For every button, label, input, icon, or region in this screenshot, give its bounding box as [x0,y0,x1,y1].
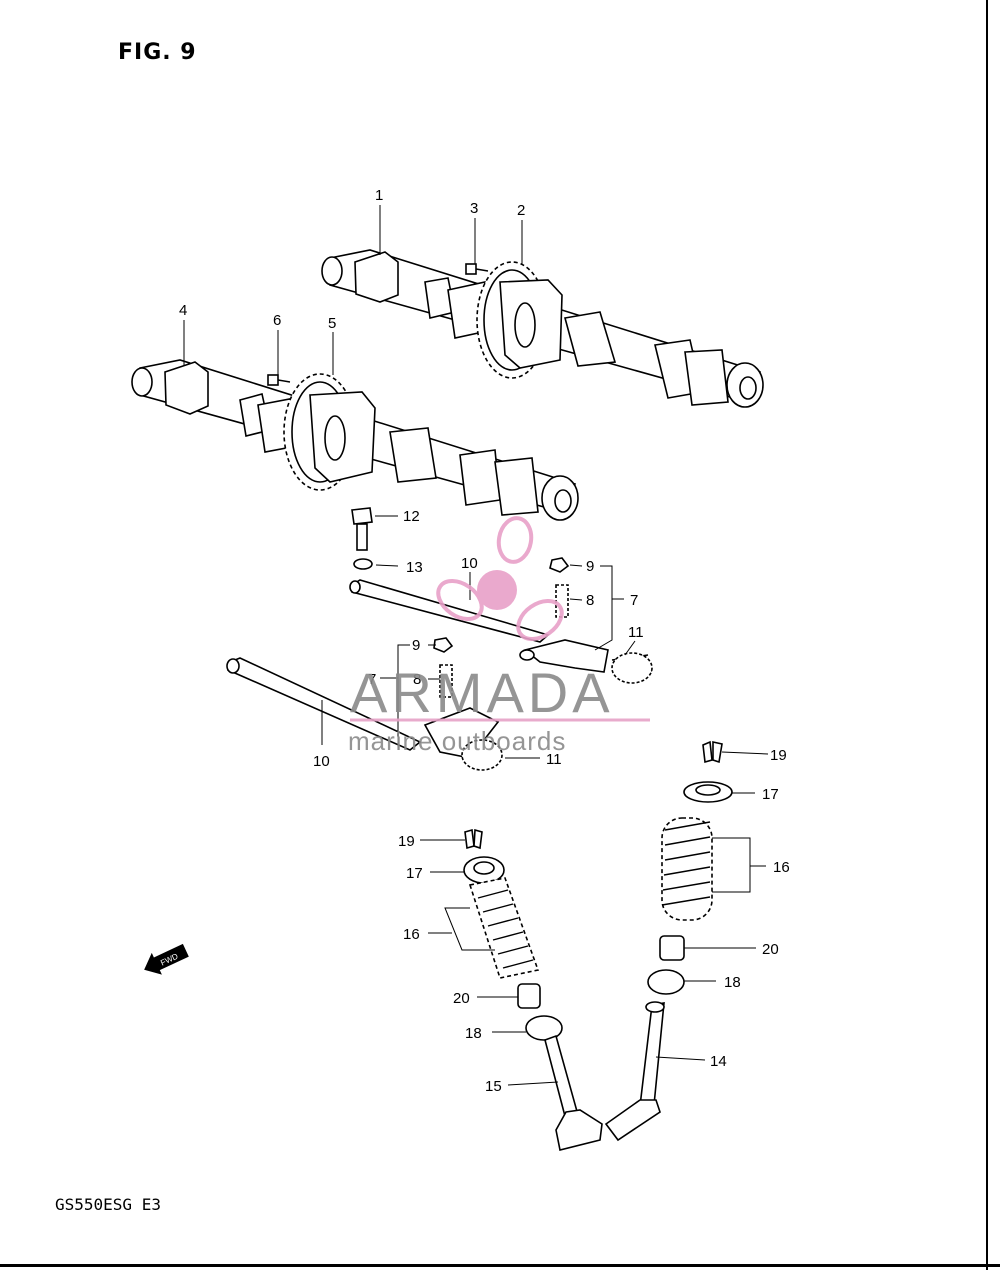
callout-6: 6 [273,312,281,329]
spring-seat-18-left [525,1015,563,1041]
callout-3: 3 [470,200,478,217]
callout-20-left: 20 [453,990,470,1007]
figure-title: FIG. 9 [118,40,197,65]
propeller-logo-icon [436,516,564,642]
callout-16-right: 16 [773,859,790,876]
page-border-bottom [0,1264,1000,1267]
valve-seal-20-right [659,935,685,961]
rocker-arm-upper [519,639,609,673]
callout-10-lower: 10 [313,753,330,770]
callout-7-lower: 7 [368,671,376,688]
watermark: ARMADA marine outboards [348,516,650,756]
bolt-6 [267,374,291,386]
callout-11-lower: 11 [546,751,562,768]
spring-seat-18-right [647,969,685,995]
callout-14: 14 [710,1053,727,1070]
callout-11-upper: 11 [628,624,644,641]
valve-cotter-19-left [464,828,483,850]
callout-9-upper: 9 [586,558,594,575]
callout-20-right: 20 [762,941,779,958]
callout-19-left: 19 [398,833,415,850]
callout-1: 1 [375,187,383,204]
spring-8-lower [439,664,453,698]
callout-4: 4 [179,302,187,319]
valve-spring-16-left [468,877,540,979]
sprocket-lower [283,373,376,491]
valve-cotter-19-right [702,740,723,764]
bolt-3 [465,263,489,275]
callout-9-lower: 9 [412,637,420,654]
spring-11-lower [461,739,503,771]
watermark-tagline: marine outboards [348,726,566,756]
callout-8-upper: 8 [586,592,594,609]
callout-2: 2 [517,202,525,219]
callout-12: 12 [403,508,420,525]
washer-13 [353,558,373,570]
callout-17-right: 17 [762,786,779,803]
callout-5: 5 [328,315,336,332]
nut-9-upper [549,557,570,573]
spring-retainer-17-right-inner [695,784,721,796]
callout-18-left: 18 [465,1025,482,1042]
valve-15 [544,1034,603,1151]
bolt-12 [351,507,373,551]
callout-labels: 1 3 2 4 6 5 12 13 10 9 8 7 11 9 7 8 10 1… [179,187,790,1095]
nut-9-lower [433,637,454,653]
spring-11-upper-coil [611,652,653,684]
page-border-right [986,0,988,1270]
valve-seal-20-left [517,983,541,1009]
callout-19-right: 19 [770,747,787,764]
rocker-shaft-lower [226,657,422,751]
spring-retainer-17-left-inner [473,861,495,875]
callout-17-left: 17 [406,865,423,882]
callout-13: 13 [406,559,423,576]
callout-8-lower: 8 [413,671,421,688]
callout-18-right: 18 [724,974,741,991]
model-code: GS550ESG E3 [55,1195,161,1214]
leader-lines [183,205,769,1086]
valve-14 [604,1001,665,1142]
callout-16-left: 16 [403,926,420,943]
callout-7-upper: 7 [630,592,638,609]
callout-15: 15 [485,1078,502,1095]
sprocket-upper [476,261,563,379]
valve-spring-16-right [661,817,713,921]
fwd-arrow-icon: FWD [144,943,189,975]
watermark-brand: ARMADA [350,661,614,724]
callout-10-upper: 10 [461,555,478,572]
